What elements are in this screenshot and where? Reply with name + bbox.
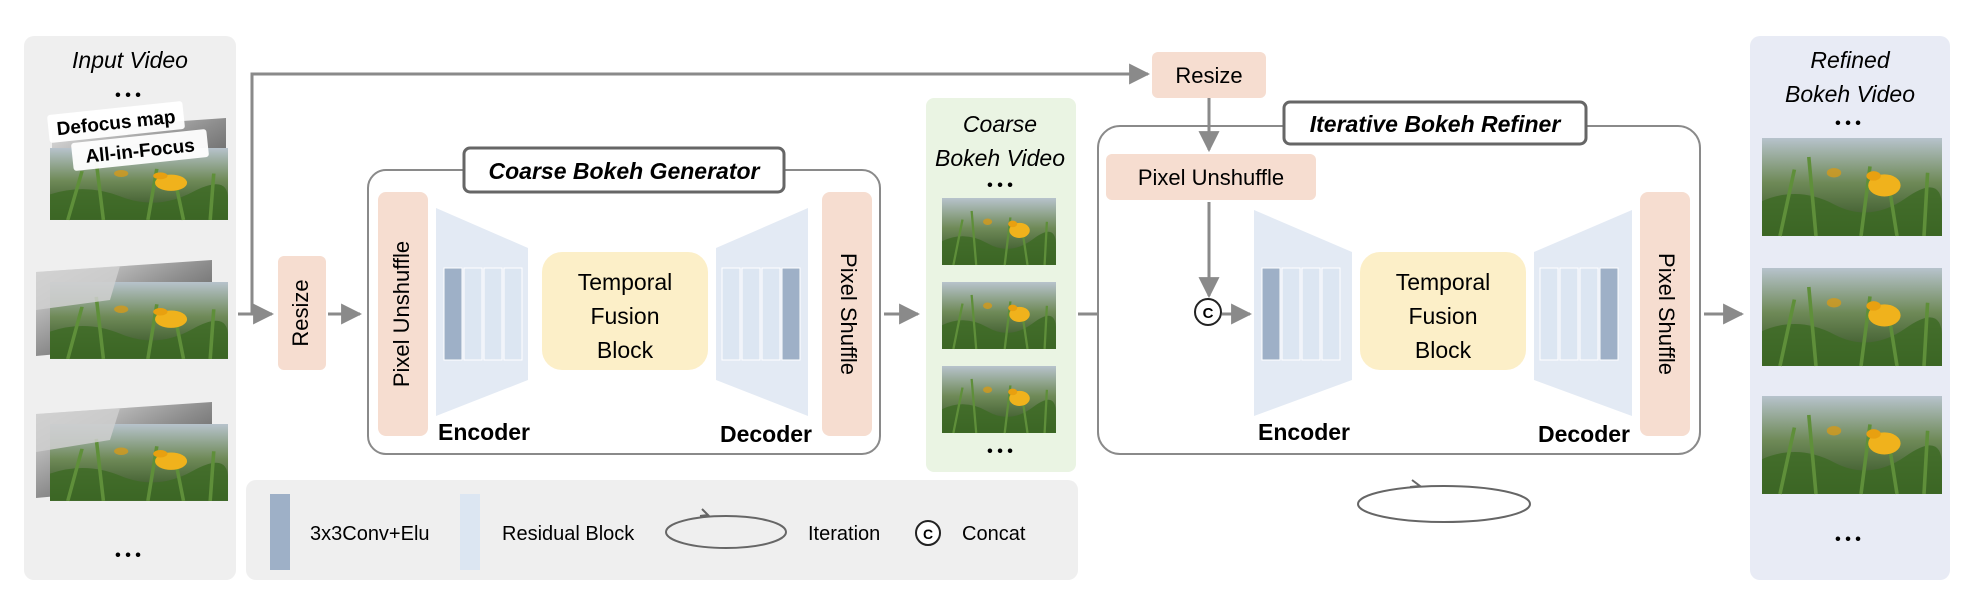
refiner-pixel-unshuffle-label: Pixel Unshuffle [1138, 165, 1284, 190]
refiner-title: Iterative Bokeh Refiner [1310, 111, 1562, 137]
input-video-panel: Input Video • • • Defocus map All-in-Foc… [24, 36, 236, 580]
coarse-frame-3 [940, 364, 1058, 435]
refiner-iteration-loop [1357, 479, 1531, 523]
output-frame-1 [1760, 136, 1944, 238]
coarse-pixel-unshuffle-label: Pixel Unshuffle [389, 241, 414, 387]
coarse-dec-res-1 [721, 267, 741, 361]
refiner-decoder-label: Decoder [1538, 421, 1630, 447]
coarse-frame-1 [940, 196, 1058, 267]
legend-concat-icon [915, 520, 941, 546]
concat-symbol: C [1203, 305, 1214, 322]
input-video-title: Input Video [72, 47, 188, 73]
input-dots-bottom: • • • [115, 547, 141, 564]
legend-concat-label: Concat [962, 523, 1026, 545]
output-title-1: Refined [1810, 47, 1890, 73]
refiner-enc-res-1 [1281, 267, 1301, 361]
legend-residual-swatch [460, 494, 480, 570]
output-title-2: Bokeh Video [1785, 81, 1915, 107]
coarse-enc-res-1 [463, 267, 483, 361]
coarse-video-dots-bottom: • • • [987, 443, 1013, 460]
coarse-title-box [462, 146, 786, 194]
input-dots-top: • • • [115, 87, 141, 104]
coarse-enc-conv [443, 267, 463, 361]
legend-residual-label: Residual Block [502, 523, 635, 545]
coarse-decoder-label: Decoder [720, 421, 812, 447]
output-dots-top: • • • [1835, 115, 1861, 132]
iterative-bokeh-refiner: Iterative Bokeh Refiner Pixel Unshuffle … [1097, 98, 1701, 455]
coarse-pixel-unshuffle [378, 192, 428, 436]
coarse-fusion-line2: Fusion [590, 303, 659, 329]
refiner-dec-res-3 [1579, 267, 1599, 361]
coarse-dec-res-2 [741, 267, 761, 361]
legend: 3x3Conv+Elu Residual Block Iteration C C… [246, 480, 1078, 580]
coarse-encoder-label: Encoder [438, 419, 530, 445]
legend-iteration-label: Iteration [808, 523, 880, 545]
coarse-video-title-1: Coarse [963, 111, 1037, 137]
refiner-dec-res-1 [1539, 267, 1559, 361]
coarse-enc-res-2 [483, 267, 503, 361]
output-frame-2 [1760, 266, 1944, 368]
coarse-dec-res-3 [761, 267, 781, 361]
refiner-enc-conv [1261, 267, 1281, 361]
refiner-fusion-line1: Temporal [1396, 269, 1491, 295]
coarse-video-title-2: Bokeh Video [935, 145, 1065, 171]
resize-top-label: Resize [1175, 63, 1242, 88]
refiner-dec-conv [1599, 267, 1619, 361]
all-in-focus-tag [71, 129, 209, 171]
coarse-temporal-fusion-block [542, 252, 708, 370]
refiner-fusion-line2: Fusion [1408, 303, 1477, 329]
legend-conv-label: 3x3Conv+Elu [310, 523, 430, 545]
defocus-map-tag [47, 101, 185, 143]
legend-conv-swatch [270, 494, 290, 570]
resize-left-box: Resize [278, 256, 326, 370]
coarse-title: Coarse Bokeh Generator [489, 158, 761, 184]
refiner-fusion-line3: Block [1415, 337, 1472, 363]
input-frame-1: Defocus map All-in-Focus [47, 101, 230, 222]
refiner-dec-res-2 [1559, 267, 1579, 361]
refiner-encoder-label: Encoder [1258, 419, 1350, 445]
input-frame-2 [36, 260, 230, 361]
coarse-bokeh-video-panel: Coarse Bokeh Video • • • • • • [926, 98, 1076, 472]
coarse-bokeh-generator: Coarse Bokeh Generator Pixel Unshuffle E… [367, 146, 881, 455]
refiner-pixel-shuffle [1640, 192, 1690, 436]
refined-bokeh-video-panel: Refined Bokeh Video • • • • • • [1750, 36, 1950, 580]
output-dots-bottom: • • • [1835, 531, 1861, 548]
coarse-frame-2 [940, 280, 1058, 351]
coarse-pixel-shuffle-label: Pixel Shuffle [836, 253, 861, 375]
coarse-fusion-line1: Temporal [578, 269, 673, 295]
coarse-dec-conv [781, 267, 801, 361]
input-frame-3 [36, 402, 230, 503]
coarse-enc-res-3 [503, 267, 523, 361]
coarse-fusion-line3: Block [597, 337, 654, 363]
concat-circle [1194, 298, 1222, 326]
refiner-temporal-fusion-block [1360, 252, 1526, 370]
bypass-arrow [250, 63, 1151, 314]
coarse-pixel-shuffle [822, 192, 872, 436]
refiner-pixel-unshuffle [1106, 154, 1316, 200]
refiner-title-box [1282, 100, 1588, 146]
refiner-enc-res-3 [1321, 267, 1341, 361]
legend-iteration-icon [665, 515, 787, 549]
legend-concat-symbol: C [923, 526, 933, 542]
resize-left-label: Resize [288, 279, 313, 346]
resize-top-box: Resize [1152, 52, 1266, 98]
output-frame-3 [1760, 394, 1944, 496]
refiner-pixel-shuffle-label: Pixel Shuffle [1654, 253, 1679, 375]
refiner-enc-res-2 [1301, 267, 1321, 361]
coarse-video-dots-top: • • • [987, 177, 1013, 194]
